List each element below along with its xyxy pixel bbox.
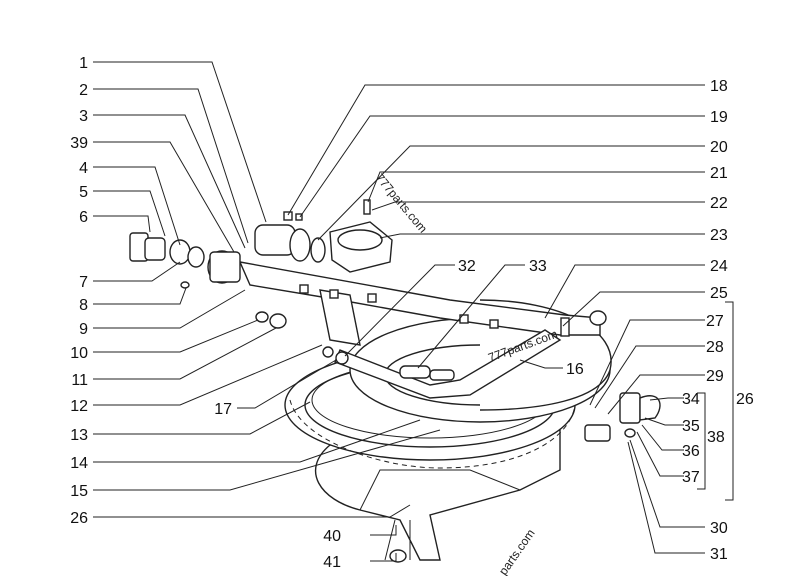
callout-7: 7	[79, 274, 88, 291]
main-frame-arm	[238, 261, 601, 399]
foot-bushing	[389, 549, 407, 563]
callout-5: 5	[79, 184, 88, 201]
callout-labels: 1 2 3 39 4 5 6 7 8 9 10 11 12 17 13 14 1…	[70, 55, 754, 571]
callout-15: 15	[70, 483, 88, 500]
motor-gearbox-assembly	[254, 199, 393, 273]
callout-22: 22	[710, 195, 728, 212]
bracket-38	[697, 392, 706, 490]
callout-28: 28	[706, 339, 724, 356]
watermark-top: 777parts.com	[373, 171, 430, 236]
callout-26-left: 26	[70, 510, 88, 527]
lower-frame	[314, 429, 561, 561]
grease-nipple	[180, 281, 190, 289]
callout-25: 25	[710, 285, 728, 302]
callout-6: 6	[79, 209, 88, 226]
callout-19: 19	[710, 109, 728, 126]
callout-35: 35	[682, 418, 700, 435]
callout-27: 27	[706, 313, 724, 330]
callout-32: 32	[458, 258, 476, 275]
callout-36: 36	[682, 443, 700, 460]
callout-30: 30	[710, 520, 728, 537]
callout-9: 9	[79, 321, 88, 338]
callout-13: 13	[70, 427, 88, 444]
callout-37: 37	[682, 469, 700, 486]
callout-18: 18	[710, 78, 728, 95]
callout-16: 16	[566, 361, 584, 378]
bushing	[269, 313, 287, 329]
mechanical-drawing	[129, 199, 661, 563]
callout-24: 24	[710, 258, 728, 275]
leader-lines	[93, 61, 734, 562]
callout-17: 17	[214, 401, 232, 418]
washer	[255, 311, 269, 323]
watermark-bottom: parts.com	[496, 527, 538, 576]
left-shaft-assembly	[129, 232, 241, 284]
callout-39: 39	[70, 135, 88, 152]
hydraulic-rams	[322, 346, 455, 381]
right-clamp-assembly	[560, 310, 661, 442]
callout-10: 10	[70, 345, 88, 362]
callout-31: 31	[710, 546, 728, 563]
callout-40: 40	[323, 528, 341, 545]
callout-1: 1	[79, 55, 88, 72]
callout-8: 8	[79, 297, 88, 314]
callout-38: 38	[707, 429, 725, 446]
callout-14: 14	[70, 455, 88, 472]
callout-41: 41	[323, 554, 341, 571]
callout-20: 20	[710, 139, 728, 156]
callout-26-right: 26	[736, 391, 754, 408]
callout-11: 11	[71, 372, 88, 389]
callout-21: 21	[710, 165, 728, 182]
bracket-26	[725, 301, 734, 501]
callout-33: 33	[529, 258, 547, 275]
callout-12: 12	[70, 398, 88, 415]
callout-34: 34	[682, 391, 700, 408]
callout-4: 4	[79, 160, 88, 177]
callout-29: 29	[706, 368, 724, 385]
callout-3: 3	[79, 108, 88, 125]
callout-2: 2	[79, 82, 88, 99]
callout-23: 23	[710, 227, 728, 244]
